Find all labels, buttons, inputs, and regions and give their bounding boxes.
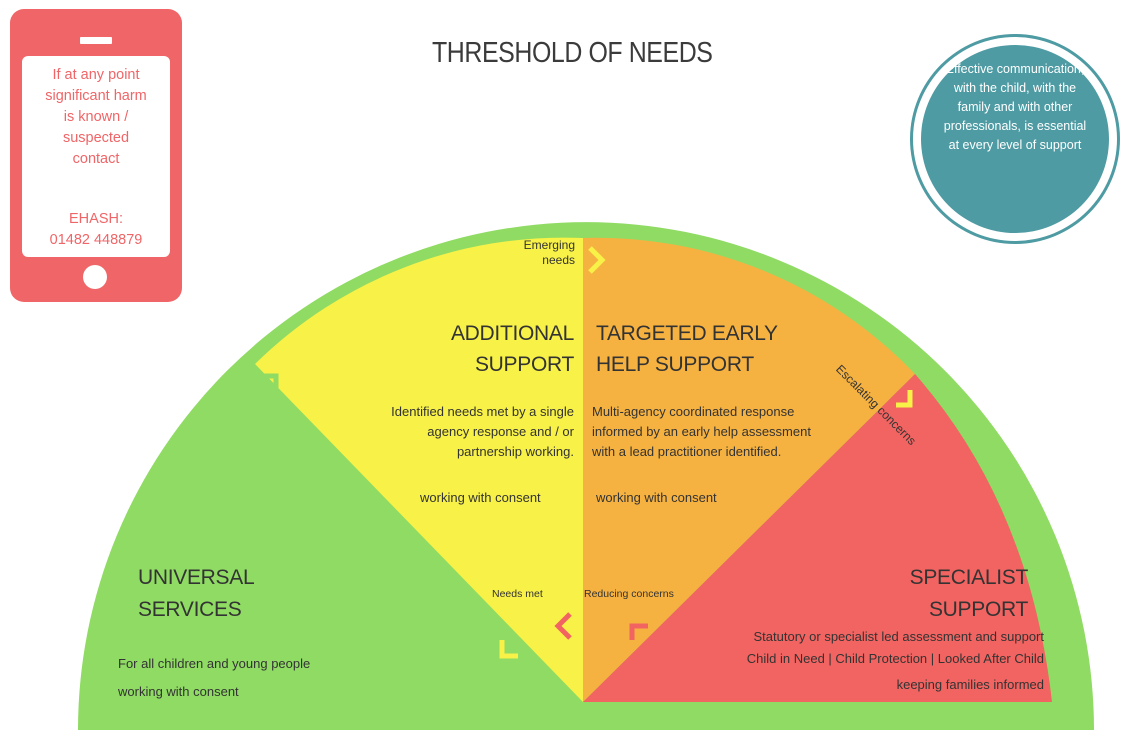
phone-message-line: If at any point bbox=[52, 67, 140, 83]
needs-met-label: Needs met bbox=[492, 588, 543, 600]
communication-circle: Effective communication, with the child,… bbox=[913, 37, 1117, 241]
additional-support-title: ADDITIONAL SUPPORT bbox=[400, 318, 574, 380]
page-title: THRESHOLD OF NEEDS bbox=[432, 37, 713, 69]
emerging-needs-label: Emerging needs bbox=[503, 238, 575, 267]
specialist-desc-line: Statutory or specialist led assessment a… bbox=[753, 629, 1044, 644]
targeted-title-line: HELP SUPPORT bbox=[596, 353, 754, 376]
specialist-desc-line: keeping families informed bbox=[896, 677, 1044, 692]
additional-title-line: SUPPORT bbox=[474, 353, 574, 376]
universal-desc-line: working with consent bbox=[118, 684, 239, 699]
additional-consent: working with consent bbox=[420, 490, 541, 505]
specialist-desc-line: Child in Need | Child Protection | Looke… bbox=[746, 651, 1044, 666]
ehash-contact: EHASH: 01482 448879 bbox=[22, 209, 170, 251]
specialist-support-zone bbox=[583, 374, 1052, 702]
specialist-support-title: SPECIALIST SUPPORT bbox=[860, 562, 1029, 626]
phone-home-button-icon bbox=[83, 265, 107, 289]
additional-title-line: ADDITIONAL bbox=[450, 322, 574, 345]
phone-speaker-icon bbox=[80, 37, 112, 44]
ehash-label: EHASH: bbox=[69, 211, 123, 227]
reducing-concerns-chevron-icon bbox=[554, 612, 572, 640]
targeted-consent: working with consent bbox=[596, 490, 717, 505]
ehash-phone-number: 01482 448879 bbox=[49, 232, 143, 248]
emerging-needs-chevron-icon bbox=[588, 246, 606, 274]
targeted-desc-line: with a lead practitioner identified. bbox=[592, 444, 782, 459]
universal-services-title: UNIVERSAL SERVICES bbox=[138, 562, 255, 626]
additional-support-zone bbox=[255, 237, 583, 702]
communication-text: Effective communication, with the child,… bbox=[943, 62, 1087, 152]
specialist-title-line: SUPPORT bbox=[928, 598, 1028, 621]
specialist-reduce-chevron-icon bbox=[629, 623, 648, 640]
escalating-concerns-chevron-icon bbox=[896, 390, 913, 408]
targeted-early-help-title: TARGETED EARLY HELP SUPPORT bbox=[596, 318, 778, 380]
phone-graphic: If at any point significant harm is know… bbox=[10, 9, 182, 302]
universal-services-description: For all children and young people workin… bbox=[118, 650, 310, 706]
phone-message: If at any point significant harm is know… bbox=[22, 65, 170, 170]
targeted-early-help-description: Multi-agency coordinated response inform… bbox=[592, 402, 811, 462]
needs-met-chevron-icon bbox=[499, 640, 518, 659]
phone-message-line: contact bbox=[72, 151, 120, 167]
additional-support-description: Identified needs met by a single agency … bbox=[340, 402, 574, 462]
additional-desc-line: Identified needs met by a single bbox=[391, 404, 574, 419]
targeted-desc-line: informed by an early help assessment bbox=[592, 424, 811, 439]
targeted-desc-line: Multi-agency coordinated response bbox=[592, 404, 795, 419]
phone-message-line: is known / bbox=[63, 109, 129, 125]
additional-desc-line: partnership working. bbox=[456, 444, 574, 459]
emerging-needs-line: needs bbox=[542, 252, 575, 267]
specialist-support-description: Statutory or specialist led assessment a… bbox=[690, 626, 1044, 696]
specialist-title-line: SPECIALIST bbox=[909, 566, 1029, 589]
universal-title-line: UNIVERSAL bbox=[138, 566, 255, 589]
phone-screen: If at any point significant harm is know… bbox=[22, 56, 170, 257]
reducing-concerns-label: Reducing concerns bbox=[584, 588, 674, 600]
universal-title-line: SERVICES bbox=[138, 598, 242, 621]
targeted-early-help-zone bbox=[583, 237, 915, 702]
additional-desc-line: agency response and / or bbox=[427, 424, 574, 439]
universal-desc-line: For all children and young people bbox=[118, 656, 311, 671]
phone-message-line: suspected bbox=[62, 130, 130, 146]
additional-entry-chevron-icon bbox=[260, 373, 279, 392]
communication-circle-inner: Effective communication, with the child,… bbox=[921, 45, 1109, 233]
targeted-title-line: TARGETED EARLY bbox=[596, 322, 778, 345]
emerging-needs-line: Emerging bbox=[523, 238, 575, 252]
phone-message-line: significant harm bbox=[45, 88, 147, 104]
